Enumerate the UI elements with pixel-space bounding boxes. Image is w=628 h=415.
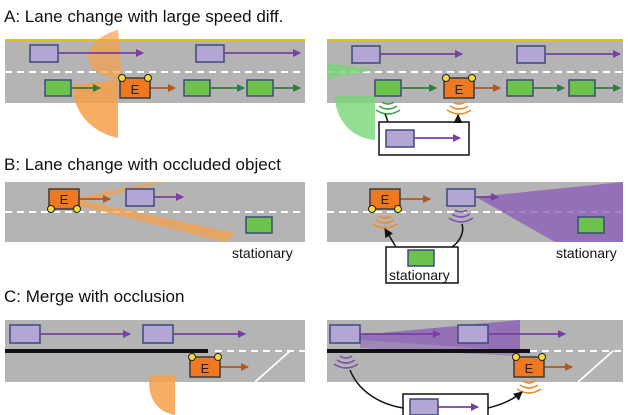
purple-vehicle — [125, 188, 155, 207]
ego-wheel — [144, 74, 152, 82]
panel-b-right: E stationary stationary — [327, 182, 623, 284]
green-vehicle — [246, 79, 274, 97]
ego-label: E — [60, 192, 69, 207]
signal-icon-orange — [372, 215, 398, 229]
panel-a-left: E — [5, 30, 305, 138]
ego-wheel — [118, 74, 126, 82]
ego-wheel — [512, 353, 520, 361]
message-arrow — [487, 391, 523, 409]
ego-wheel — [47, 205, 55, 213]
message-arrow — [349, 369, 404, 409]
ego-wheel — [73, 205, 81, 213]
panel-a-right: E — [327, 39, 623, 156]
purple-vehicle — [142, 324, 174, 344]
section-title-b: B: Lane change with occluded object — [4, 155, 281, 174]
ego-label: E — [131, 82, 140, 97]
green-vehicle — [245, 216, 273, 234]
purple-vehicle — [516, 45, 546, 64]
ego-vehicle — [443, 77, 475, 99]
ego-wheel — [368, 205, 376, 213]
ego-field-of-view — [88, 30, 122, 80]
signal-icon-orange — [446, 101, 472, 115]
purple-vehicle — [9, 324, 41, 344]
message-arrow — [384, 228, 397, 248]
purple-vehicle — [385, 129, 415, 148]
green-vehicle — [374, 79, 402, 97]
purple-vehicle — [195, 44, 225, 63]
purple-vehicle — [446, 188, 476, 207]
ego-wheel — [214, 353, 222, 361]
ego-label: E — [525, 361, 534, 376]
signal-icon-orange — [516, 380, 542, 394]
message-arrow — [451, 223, 464, 248]
green-vehicle — [577, 216, 605, 234]
ego-vehicle — [48, 188, 80, 210]
signal-icon-green — [375, 101, 401, 115]
ego-wheel — [538, 353, 546, 361]
ego-field-of-view — [80, 182, 165, 200]
ego-wheel — [442, 74, 450, 82]
green-field-of-view — [335, 96, 375, 140]
ego-vehicle — [119, 77, 151, 99]
purple-vehicle — [329, 324, 361, 344]
panel-b-left: E stationary — [5, 182, 305, 261]
ego-wheel — [468, 74, 476, 82]
ego-vehicle — [189, 356, 221, 378]
green-vehicle — [183, 79, 211, 97]
signal-icon-purple — [333, 355, 359, 369]
ego-vehicle — [513, 356, 545, 378]
ego-label: E — [201, 361, 210, 376]
green-vehicle — [407, 249, 435, 267]
section-title-a: A: Lane change with large speed diff. — [4, 7, 284, 26]
merge-lane-line — [577, 350, 614, 383]
section-title-c: C: Merge with occlusion — [4, 287, 185, 306]
signal-icon-purple — [448, 209, 474, 223]
ego-wheel — [394, 205, 402, 213]
message-arrow — [384, 113, 389, 123]
stationary-label: stationary — [232, 245, 293, 261]
green-vehicle — [44, 79, 72, 97]
green-vehicle — [506, 79, 534, 97]
ego-field-of-view — [149, 375, 175, 415]
green-field-of-view — [327, 63, 375, 79]
purple-vehicle — [29, 44, 59, 63]
purple-vehicle — [457, 324, 489, 344]
ego-vehicle — [369, 188, 401, 210]
ego-label: E — [455, 82, 464, 97]
ego-field-of-view — [80, 200, 235, 242]
panel-c-right: E — [327, 320, 623, 415]
ego-wheel — [188, 353, 196, 361]
stationary-label: stationary — [556, 245, 617, 261]
purple-vehicle — [409, 398, 439, 415]
green-vehicle — [568, 79, 596, 97]
ego-label: E — [381, 192, 390, 207]
stationary-label: stationary — [389, 267, 450, 283]
purple-vehicle — [351, 45, 381, 64]
merge-lane-line — [254, 350, 291, 383]
ego-field-of-view — [72, 80, 118, 138]
panel-c-left: E — [5, 320, 305, 415]
